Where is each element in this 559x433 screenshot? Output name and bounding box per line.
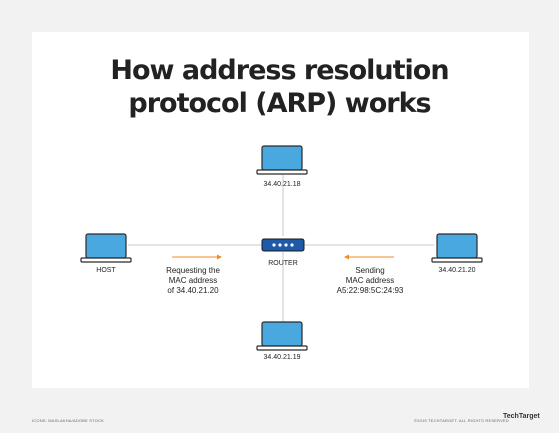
laptop-host-icon	[80, 233, 132, 263]
laptop-bottom-icon	[256, 321, 308, 351]
icon-credit: ICONS: MASLAKHA/ADOBE STOCK	[32, 418, 105, 423]
reply-arrow	[344, 254, 394, 260]
node-bottom-label: 34.40.21.19	[263, 354, 301, 361]
reply-message: Sending MAC address A5:22:98:5C:24:93	[336, 266, 404, 295]
laptop-top-icon	[256, 145, 308, 175]
title-line-2: protocol (ARP) works	[128, 88, 431, 119]
copyright: ©2019 TECHTARGET. ALL RIGHTS RESERVED	[414, 418, 509, 423]
node-top-label: 34.40.21.18	[263, 181, 301, 188]
title-line-1: How address resolution	[110, 55, 449, 86]
request-message: Requesting the MAC address of 34.40.21.2…	[166, 266, 220, 295]
router-icon	[261, 238, 305, 252]
laptop-right-icon	[431, 233, 483, 263]
brand-logo: TechTarget	[503, 413, 540, 420]
router-label: ROUTER	[268, 260, 298, 267]
request-arrow	[172, 254, 222, 260]
host-label: HOST	[96, 267, 116, 274]
node-right-label: 34.40.21.20	[438, 267, 476, 274]
